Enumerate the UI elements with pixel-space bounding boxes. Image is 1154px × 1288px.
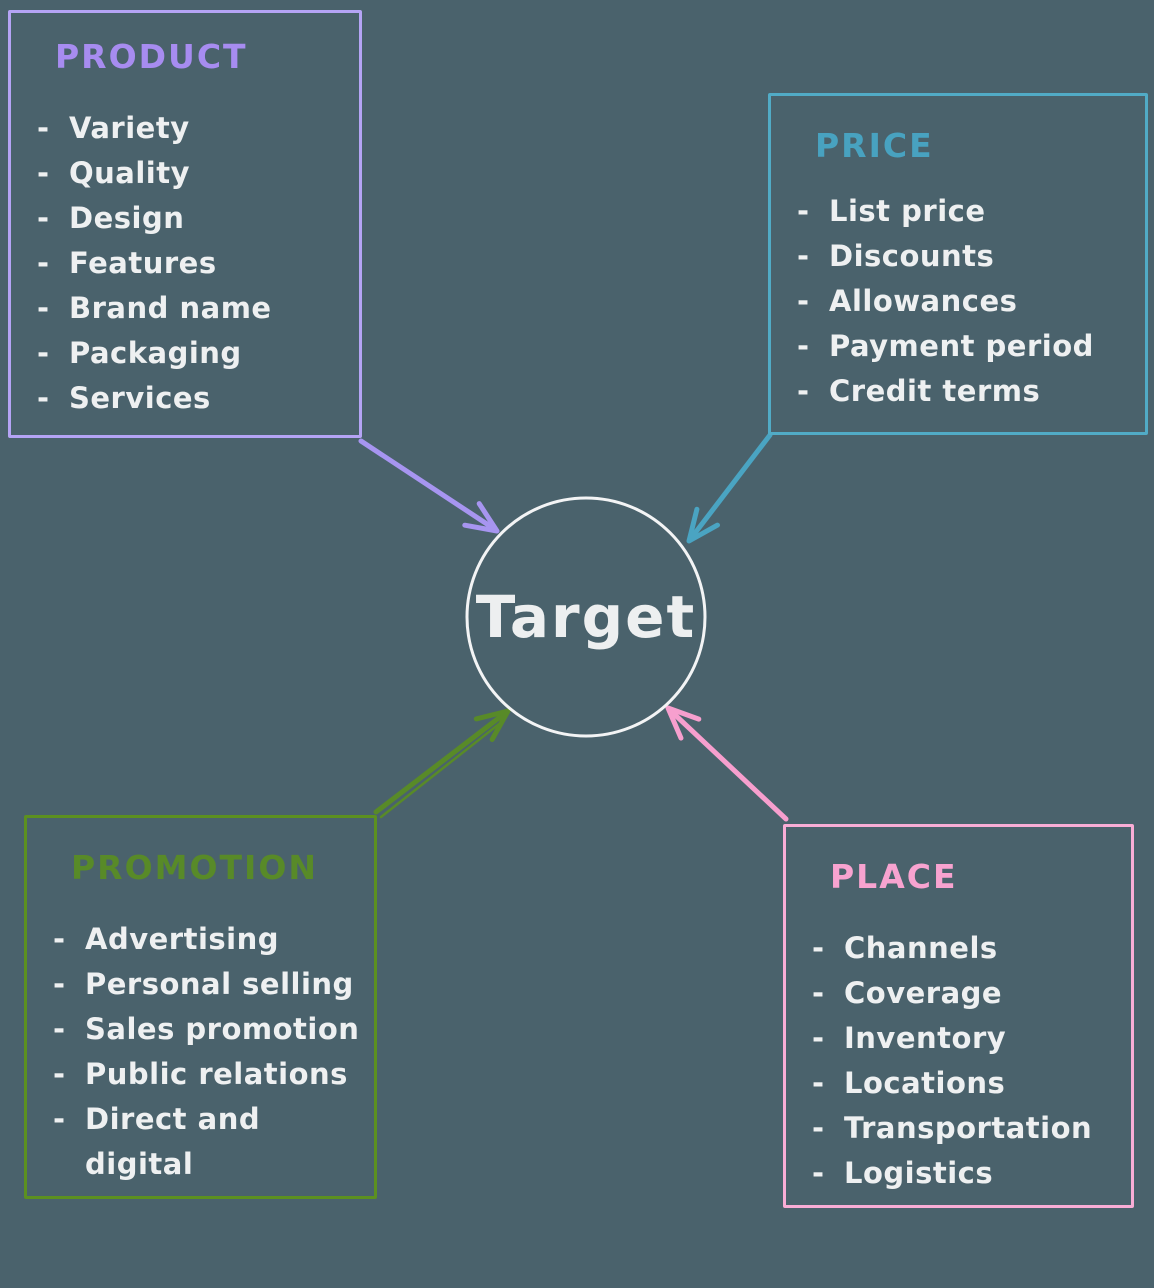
item-text: Payment period [829,329,1094,363]
list-item: -Inventory [786,1016,1123,1061]
bullet-dash: - [37,201,50,235]
bullet-dash: - [797,194,810,228]
bullet-dash: - [797,374,810,408]
promotion-box-items: -Advertising-Personal selling-Sales prom… [27,917,374,1187]
item-text: Design [69,201,185,235]
product-box-items: -Variety-Quality-Design-Features-Brand n… [11,106,359,421]
product-arrow [358,438,500,534]
bullet-dash: - [53,967,66,1001]
item-text: Advertising [85,922,279,956]
list-item: -Quality [11,151,351,196]
price-arrow [686,432,773,544]
bullet-dash: - [53,1057,66,1091]
item-text: Brand name [69,291,272,325]
bullet-dash: - [53,922,66,956]
bullet-dash: - [797,239,810,273]
item-text: Direct and digital [85,1102,261,1181]
list-item: -Credit terms [771,369,1137,414]
list-item: -Packaging [11,331,351,376]
list-item: -Design [11,196,351,241]
promotion-box-title: PROMOTION [71,848,319,887]
item-text: Quality [69,156,191,190]
item-text: Features [69,246,217,280]
bullet-dash: - [37,111,50,145]
list-item: -Advertising [27,917,366,962]
bullet-dash: - [37,246,50,280]
bullet-dash: - [812,1021,825,1055]
bullet-dash: - [53,1012,66,1046]
list-item: -Discounts [771,234,1137,279]
list-item: -Brand name [11,286,351,331]
item-text: List price [829,194,986,228]
list-item: -Logistics [786,1151,1123,1196]
item-text: Personal selling [85,967,354,1001]
price-box: PRICE -List price-Discounts-Allowances-P… [768,93,1148,435]
bullet-dash: - [812,931,825,965]
list-item: -Coverage [786,971,1123,1016]
bullet-dash: - [812,1156,825,1190]
list-item: -Allowances [771,279,1137,324]
product-box-title: PRODUCT [55,37,248,76]
place-box-items: -Channels-Coverage-Inventory-Locations-T… [786,926,1131,1196]
list-item: -Services [11,376,351,421]
bullet-dash: - [37,381,50,415]
list-item: -Features [11,241,351,286]
list-item: -List price [771,189,1137,234]
item-text: Packaging [69,336,242,370]
list-item: -Channels [786,926,1123,971]
list-item: -Variety [11,106,351,151]
place-box-title: PLACE [830,857,958,896]
place-box: PLACE -Channels-Coverage-Inventory-Locat… [783,824,1134,1208]
item-text: Inventory [844,1021,1007,1055]
item-text: Logistics [844,1156,994,1190]
target-label: Target [475,583,697,651]
price-box-items: -List price-Discounts-Allowances-Payment… [771,189,1145,414]
list-item: -Locations [786,1061,1123,1106]
bullet-dash: - [812,1111,825,1145]
place-arrow [665,705,789,822]
list-item: -Public relations [27,1052,366,1097]
list-item: -Direct and digital [27,1097,366,1187]
item-text: Channels [844,931,998,965]
item-text: Coverage [844,976,1003,1010]
item-text: Discounts [829,239,995,273]
bullet-dash: - [812,976,825,1010]
price-box-title: PRICE [815,126,934,165]
promotion-box: PROMOTION -Advertising-Personal selling-… [24,815,377,1199]
list-item: -Personal selling [27,962,366,1007]
item-text: Sales promotion [85,1012,360,1046]
bullet-dash: - [37,336,50,370]
bullet-dash: - [53,1102,66,1136]
list-item: -Transportation [786,1106,1123,1151]
item-text: Services [69,381,211,415]
bullet-dash: - [797,284,810,318]
bullet-dash: - [37,291,50,325]
product-box: PRODUCT -Variety-Quality-Design-Features… [8,10,362,438]
item-text: Allowances [829,284,1018,318]
item-text: Variety [69,111,190,145]
bullet-dash: - [812,1066,825,1100]
item-text: Credit terms [829,374,1041,408]
item-text: Locations [844,1066,1006,1100]
promotion-arrow [373,708,511,819]
bullet-dash: - [797,329,810,363]
item-text: Public relations [85,1057,348,1091]
list-item: -Payment period [771,324,1137,369]
list-item: -Sales promotion [27,1007,366,1052]
item-text: Transportation [844,1111,1093,1145]
bullet-dash: - [37,156,50,190]
